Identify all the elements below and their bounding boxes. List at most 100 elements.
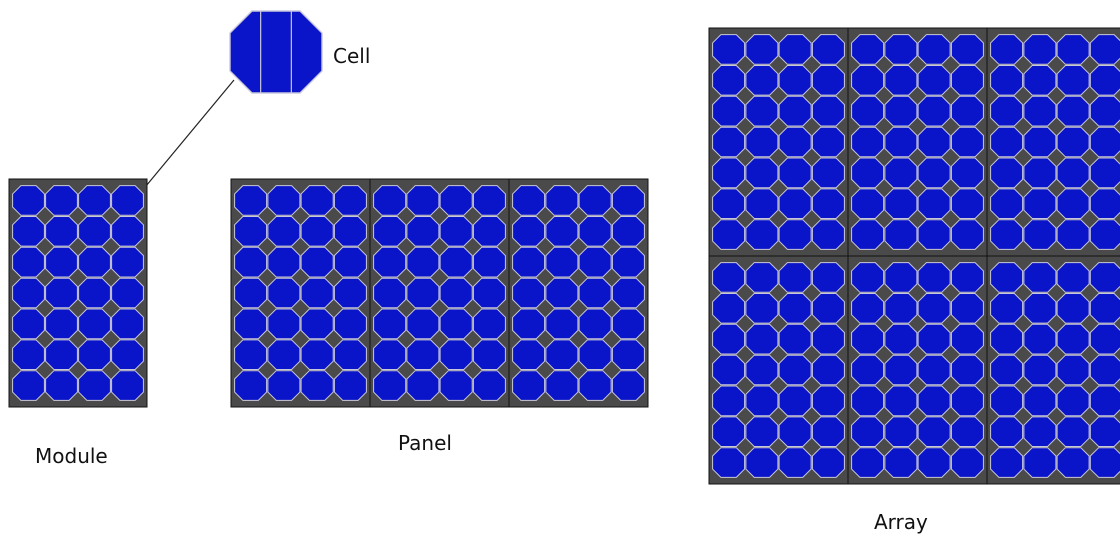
solar-cell [546,247,578,277]
solar-cell [112,247,144,277]
solar-cell [1090,127,1120,157]
solar-cell [440,278,472,308]
solar-cell [235,186,267,216]
solar-cell [301,340,333,370]
solar-cell [513,217,545,247]
solar-cell [1090,263,1120,293]
module [370,179,509,407]
solar-cell [473,217,505,247]
solar-cell [918,35,950,65]
solar-cell [918,355,950,385]
solar-cell [473,247,505,277]
solar-cell [1057,324,1089,354]
solar-cell [1057,158,1089,188]
solar-cell [79,371,111,401]
solar-cell [513,340,545,370]
solar-cell [112,186,144,216]
solar-cell [112,371,144,401]
solar-cell [46,340,78,370]
solar-cell [918,127,950,157]
solar-cell [301,217,333,247]
solar-cell [885,220,917,250]
solar-cell [951,355,983,385]
solar-cell [812,127,844,157]
solar-cell [612,340,644,370]
solar-cell [79,217,111,247]
solar-cell [951,189,983,219]
solar-cell [46,217,78,247]
array-label: Array [874,510,928,534]
solar-cell [374,371,406,401]
solar-cell [546,340,578,370]
solar-cell [1024,35,1056,65]
solar-cell [779,417,811,447]
solar-cell [779,355,811,385]
solar-cell [13,309,45,339]
solar-cell [374,217,406,247]
panel-label: Panel [398,431,452,455]
solar-cell [746,324,778,354]
solar-cell [713,386,745,416]
solar-cell [612,247,644,277]
solar-cell [1024,386,1056,416]
solar-cell [1090,448,1120,478]
solar-cell [885,355,917,385]
solar-cell [812,417,844,447]
solar-cell [779,294,811,324]
solar-cell [1090,96,1120,126]
solar-cell [852,448,884,478]
solar-cell [1024,158,1056,188]
solar-cell [334,278,366,308]
solar-cell [951,417,983,447]
solar-cell [1090,294,1120,324]
solar-cell [268,340,300,370]
module-group [9,179,147,407]
solar-cell [951,324,983,354]
solar-cell [852,355,884,385]
solar-cell [713,355,745,385]
solar-cell [440,309,472,339]
module-label: Module [35,444,108,468]
solar-cell [1090,386,1120,416]
solar-cell [885,189,917,219]
solar-cell [746,355,778,385]
solar-cell [301,371,333,401]
solar-cell [579,217,611,247]
solar-cell [951,448,983,478]
solar-cell [1057,220,1089,250]
solar-cell [991,96,1023,126]
solar-cell [991,263,1023,293]
solar-cell [334,371,366,401]
solar-cell [374,309,406,339]
solar-cell [334,340,366,370]
solar-cell [334,247,366,277]
solar-cell [779,35,811,65]
cell-body [230,11,322,93]
solar-cell [1090,66,1120,96]
solar-cell [612,217,644,247]
solar-cell [1057,263,1089,293]
solar-cell [1057,96,1089,126]
solar-cell [407,340,439,370]
solar-cell [235,371,267,401]
solar-cell [46,247,78,277]
solar-cell [852,263,884,293]
solar-cell [812,386,844,416]
solar-cell [918,96,950,126]
solar-cell [713,158,745,188]
solar-cell [1057,386,1089,416]
solar-cell [991,66,1023,96]
solar-cell [1024,127,1056,157]
solar-cell [268,309,300,339]
solar-cell [812,324,844,354]
module [231,179,370,407]
solar-cell [235,247,267,277]
solar-cell [1090,35,1120,65]
solar-cell [852,417,884,447]
solar-cell [746,220,778,250]
solar-cell [612,371,644,401]
array-group [709,28,1120,484]
solar-cell [991,386,1023,416]
solar-cell [918,417,950,447]
solar-cell [235,278,267,308]
